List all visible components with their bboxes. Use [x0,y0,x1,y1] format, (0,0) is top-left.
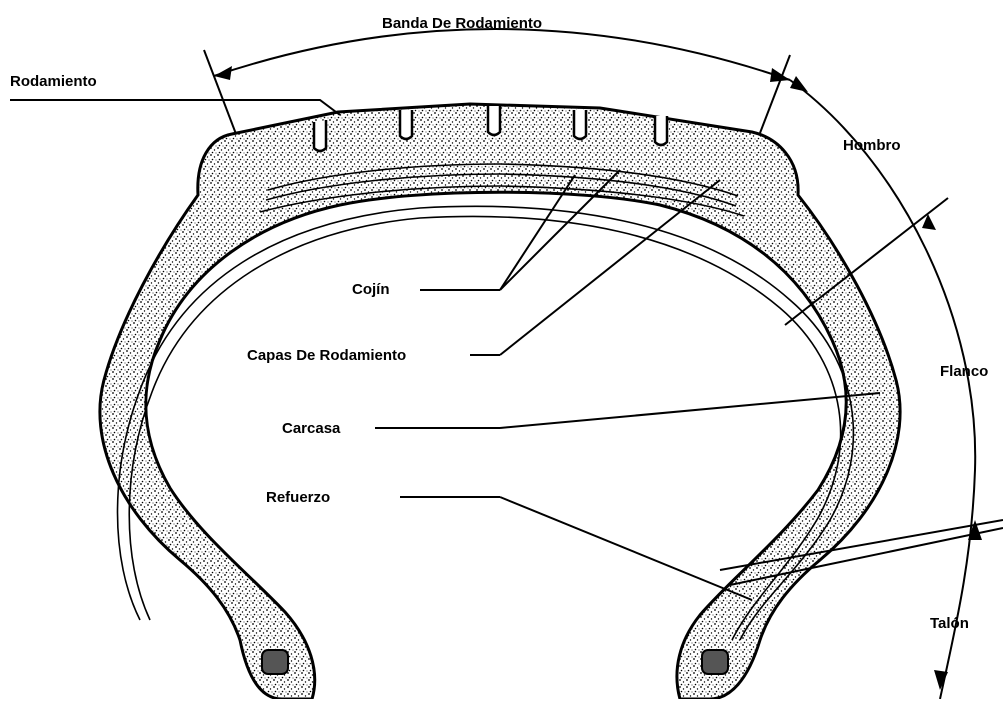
tread-dimension-arc [214,29,790,80]
bead-cores [262,650,728,674]
label-hombro: Hombro [843,137,901,154]
tread-boundary-left [204,50,236,134]
side-arrow-bottom [934,670,948,690]
arc-arrow-left [214,66,232,80]
label-banda: Banda De Rodamiento [382,15,542,32]
side-arrow-top [790,76,808,92]
label-carcasa: Carcasa [282,420,341,437]
label-rodamiento: Rodamiento [10,73,97,90]
label-flanco: Flanco [940,363,988,380]
label-cojin: Cojín [352,281,390,298]
label-talon: Talón [930,615,969,632]
label-refuerzo: Refuerzo [266,489,330,506]
label-capas: Capas De Rodamiento [247,347,406,364]
tread-boundary-right [760,55,790,133]
